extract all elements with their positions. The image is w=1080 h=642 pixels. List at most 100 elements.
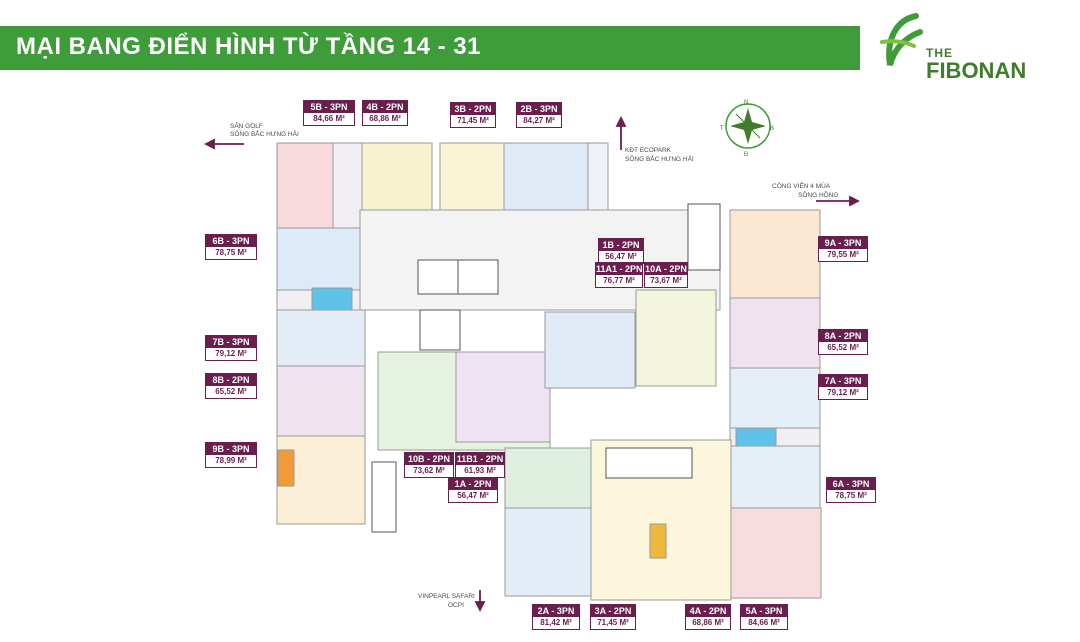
unit-area: 79,12 M²	[827, 388, 859, 397]
unit-label-9b[interactable]: 9B - 3PN 78,99 M²	[205, 442, 257, 468]
unit-area: 73,67 M²	[650, 276, 682, 285]
unit-6a-room	[729, 445, 821, 511]
unit-area: 68,86 M²	[369, 114, 401, 123]
unit-area: 79,55 M²	[827, 250, 859, 259]
unit-label-11a1[interactable]: 11A1 - 2PN 76,77 M²	[595, 262, 643, 288]
unit-7a-room	[729, 367, 821, 429]
dir-park-line1: CÔNG VIÊN 4 MÙA	[772, 183, 831, 190]
unit-label-3b[interactable]: 3B - 2PN 71,45 M²	[450, 102, 496, 128]
balcony-6b	[311, 287, 353, 311]
unit-code: 2A - 3PN	[533, 605, 579, 617]
unit-label-10b[interactable]: 10B - 2PN 73,62 M²	[404, 452, 454, 478]
elevator-south	[605, 447, 693, 479]
unit-3b-room	[439, 142, 505, 214]
unit-area: 71,45 M²	[597, 618, 629, 627]
compass-d: Đ	[744, 152, 749, 158]
unit-label-9a[interactable]: 9A - 3PN 79,55 M²	[818, 236, 868, 262]
unit-area: 78,75 M²	[835, 491, 867, 500]
unit-code: 3A - 2PN	[591, 605, 635, 617]
stair-a	[419, 309, 461, 351]
elevator-a	[417, 259, 459, 295]
unit-area: 61,93 M²	[464, 466, 496, 475]
unit-label-7b[interactable]: 7B - 3PN 79,12 M²	[205, 335, 257, 361]
unit-area: 78,99 M²	[215, 456, 247, 465]
unit-label-1b[interactable]: 1B - 2PN 56,47 M²	[598, 238, 644, 264]
compass-t: T	[720, 126, 724, 132]
unit-area: 81,42 M²	[540, 618, 572, 627]
stair-west	[371, 461, 397, 533]
unit-code: 11B1 - 2PN	[456, 453, 504, 465]
unit-11b1-room	[455, 351, 551, 443]
unit-9a-room	[729, 209, 821, 299]
unit-5b-room	[276, 142, 334, 229]
unit-label-10a[interactable]: 10A - 2PN 73,67 M²	[644, 262, 688, 288]
unit-code: 7B - 3PN	[206, 336, 256, 348]
unit-11a1-room	[544, 311, 636, 389]
unit-label-11b1[interactable]: 11B1 - 2PN 61,93 M²	[455, 452, 505, 478]
unit-label-4b[interactable]: 4B - 2PN 68,86 M²	[362, 100, 408, 126]
logo-the: THE	[926, 46, 953, 60]
unit-7b-room	[276, 309, 366, 367]
unit-code: 1A - 2PN	[449, 478, 497, 490]
dir-ecopark-line1: KĐT ECOPARK	[625, 147, 671, 154]
unit-code: 8B - 2PN	[206, 374, 256, 386]
unit-8a-room	[729, 297, 821, 369]
unit-label-5a[interactable]: 5A - 3PN 84,66 M²	[740, 604, 788, 630]
unit-code: 4A - 2PN	[686, 605, 730, 617]
accent-9b	[277, 449, 295, 487]
unit-code: 11A1 - 2PN	[596, 263, 643, 275]
unit-label-1a[interactable]: 1A - 2PN 56,47 M²	[448, 477, 498, 503]
unit-area: 84,66 M²	[313, 114, 345, 123]
unit-code: 10A - 2PN	[645, 263, 687, 275]
unit-code: 4B - 2PN	[363, 101, 407, 113]
unit-area: 68,86 M²	[692, 618, 724, 627]
balcony-6a	[735, 427, 777, 449]
unit-area: 56,47 M²	[605, 252, 637, 261]
leaf-logo-icon	[880, 13, 923, 66]
unit-code: 6A - 3PN	[827, 478, 875, 490]
stair-east	[687, 203, 721, 271]
unit-10a-room	[635, 289, 717, 387]
unit-label-2b[interactable]: 2B - 3PN 84,27 M²	[516, 102, 562, 128]
unit-label-4a[interactable]: 4A - 2PN 68,86 M²	[685, 604, 731, 630]
unit-code: 10B - 2PN	[405, 453, 453, 465]
dir-golf-line1: SÂN GOLF	[230, 123, 263, 130]
unit-code: 2B - 3PN	[517, 103, 561, 115]
unit-label-2a[interactable]: 2A - 3PN 81,42 M²	[532, 604, 580, 630]
unit-area: 79,12 M²	[215, 349, 247, 358]
dir-park-line2: SÔNG HỒNG	[798, 192, 839, 199]
fibonan-logo: THE FIBONAN	[876, 10, 1056, 83]
unit-code: 7A - 3PN	[819, 375, 867, 387]
logo-name: FIBONAN	[926, 58, 1027, 83]
page-title: MẠI BANG ĐIỂN HÌNH TỪ TẦNG 14 - 31	[16, 33, 481, 60]
unit-area: 65,52 M²	[215, 387, 247, 396]
unit-4b-room	[361, 142, 433, 212]
compass-b: B	[770, 126, 774, 132]
dir-golf-line2: SÔNG BẮC HƯNG HẢI	[230, 131, 299, 138]
unit-code: 9B - 3PN	[206, 443, 256, 455]
dir-safari-line2: OCPI	[448, 602, 464, 609]
unit-label-5b[interactable]: 5B - 3PN 84,66 M²	[303, 100, 355, 126]
unit-code: 9A - 3PN	[819, 237, 867, 249]
unit-6b-room	[276, 227, 366, 291]
unit-area: 84,66 M²	[748, 618, 780, 627]
unit-code: 1B - 2PN	[599, 239, 643, 251]
unit-label-7a[interactable]: 7A - 3PN 79,12 M²	[818, 374, 868, 400]
unit-code: 5A - 3PN	[741, 605, 787, 617]
accent-3a	[649, 523, 667, 559]
unit-code: 3B - 2PN	[451, 103, 495, 115]
compass-n: N	[744, 100, 748, 106]
unit-label-6b[interactable]: 6B - 3PN 78,75 M²	[205, 234, 257, 260]
unit-area: 73,62 M²	[413, 466, 445, 475]
unit-label-3a[interactable]: 3A - 2PN 71,45 M²	[590, 604, 636, 630]
unit-label-6a[interactable]: 6A - 3PN 78,75 M²	[826, 477, 876, 503]
unit-code: 5B - 3PN	[304, 101, 354, 113]
unit-label-8b[interactable]: 8B - 2PN 65,52 M²	[205, 373, 257, 399]
unit-label-8a[interactable]: 8A - 2PN 65,52 M²	[818, 329, 868, 355]
dir-safari-line1: VINPEARL SAFARI	[418, 593, 475, 600]
unit-2a-room	[504, 507, 592, 597]
unit-area: 84,27 M²	[523, 116, 555, 125]
header-bar	[0, 26, 860, 70]
unit-code: 6B - 3PN	[206, 235, 256, 247]
